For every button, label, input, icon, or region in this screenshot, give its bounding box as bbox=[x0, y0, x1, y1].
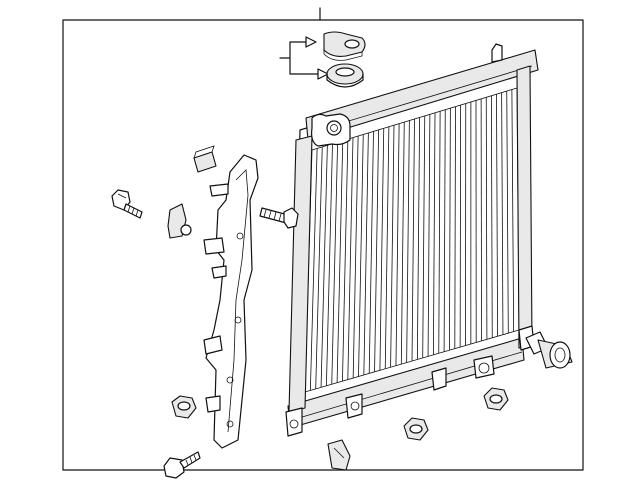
core-fin-line bbox=[449, 108, 451, 351]
core-fin-line bbox=[506, 91, 509, 334]
core-fin-line bbox=[454, 106, 456, 349]
core-fin-line bbox=[363, 132, 369, 375]
radiator-core-fins bbox=[309, 89, 515, 391]
nut-lower-center bbox=[403, 417, 429, 441]
core-fin-line bbox=[352, 136, 359, 379]
core-fin-line bbox=[433, 112, 436, 355]
core-fin-line bbox=[443, 109, 446, 352]
core-fin-line bbox=[411, 118, 415, 362]
lower-clip bbox=[327, 439, 351, 471]
core-fin-line bbox=[320, 145, 328, 388]
core-fin-line bbox=[406, 120, 410, 363]
core-fin-line bbox=[342, 139, 349, 382]
bolt-upper-left bbox=[111, 189, 143, 219]
bolt-middle bbox=[259, 207, 299, 229]
core-fin-line bbox=[315, 146, 323, 389]
upper-insulator bbox=[323, 31, 366, 61]
core-fin-line bbox=[309, 148, 318, 391]
core-fin-line bbox=[326, 143, 333, 386]
drain-plug-sensor bbox=[525, 331, 573, 369]
insulator-callout bbox=[279, 36, 329, 80]
nut-left bbox=[171, 395, 197, 419]
core-fin-line bbox=[374, 129, 380, 372]
core-fin-line bbox=[384, 126, 390, 369]
retainer-clip bbox=[167, 203, 192, 239]
core-fin-line bbox=[395, 123, 400, 366]
core-fin-line bbox=[347, 137, 354, 380]
filler-neck bbox=[311, 113, 351, 147]
radiator-assembly bbox=[285, 43, 539, 437]
core-fin-line bbox=[368, 131, 374, 374]
nut-lower-right bbox=[483, 387, 509, 411]
core-fin-line bbox=[336, 140, 344, 383]
core-fin-line bbox=[427, 114, 431, 357]
core-fin-line bbox=[501, 92, 504, 335]
bolt-lower-left bbox=[163, 451, 201, 479]
radiator-lower-mounts bbox=[285, 355, 495, 437]
core-fin-line bbox=[416, 117, 421, 360]
core-fin-line bbox=[422, 115, 426, 358]
core-fin-line bbox=[511, 89, 515, 332]
core-fin-line bbox=[400, 122, 405, 365]
core-fin-line bbox=[438, 111, 441, 354]
diagram-frame bbox=[62, 19, 584, 471]
lower-insulator bbox=[326, 63, 364, 88]
cap-clip bbox=[193, 145, 217, 173]
core-fin-line bbox=[358, 134, 364, 377]
core-fin-line bbox=[490, 95, 493, 338]
core-fin-line bbox=[485, 97, 488, 340]
core-fin-line bbox=[496, 94, 499, 337]
core-fin-line bbox=[390, 125, 395, 368]
core-fin-line bbox=[379, 128, 385, 371]
radiator-bracket bbox=[203, 154, 259, 449]
core-fin-line bbox=[331, 142, 339, 385]
